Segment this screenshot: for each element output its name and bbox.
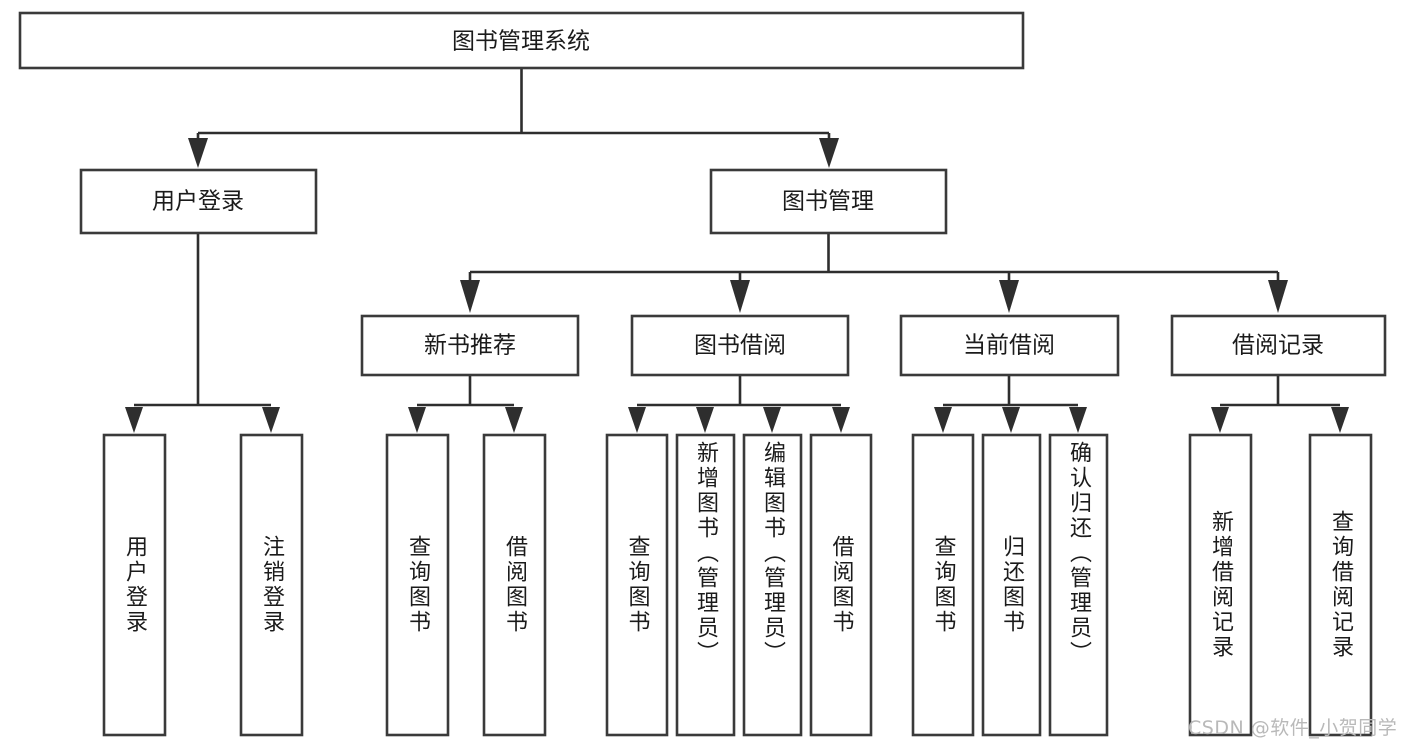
node-root[interactable]: 图书管理系统 (18, 11, 1025, 70)
node-root-label: 图书管理系统 (452, 29, 590, 55)
node-leaf-add-book-rect[interactable] (675, 433, 736, 737)
node-new-book-recommend-rect[interactable] (360, 314, 580, 377)
connector-group-root (188, 68, 839, 168)
node-book-borrow[interactable]: 图书借阅 (630, 314, 850, 377)
node-current-borrow-label: 当前借阅 (963, 333, 1055, 359)
arrow-head-icon (696, 407, 714, 433)
node-borrow-record-label: 借阅记录 (1232, 333, 1324, 359)
node-leaf-query-record-rect[interactable] (1308, 433, 1373, 737)
node-user-login-label: 用户登录 (152, 189, 244, 215)
arrow-head-icon (505, 407, 523, 433)
node-book-manage[interactable]: 图书管理 (709, 168, 948, 235)
connector-group-borrow-record (1211, 375, 1349, 433)
node-book-manage-rect[interactable] (709, 168, 948, 235)
arrow-head-icon (262, 407, 280, 433)
arrow-head-icon (408, 407, 426, 433)
node-leaf-query-book-2-rect[interactable] (605, 433, 669, 737)
node-user-login[interactable]: 用户登录 (79, 168, 318, 235)
node-user-login-rect[interactable] (79, 168, 318, 235)
node-leaf-return-book-rect[interactable] (981, 433, 1042, 737)
arrow-head-icon (819, 138, 839, 168)
connector-group-current-borrow (934, 375, 1087, 433)
node-leaf-query-book-3-rect[interactable] (911, 433, 975, 737)
connector-group-user-login (125, 233, 280, 433)
arrow-head-icon (999, 280, 1019, 313)
node-leaf-borrow-book-1-rect[interactable] (482, 433, 547, 737)
node-current-borrow-rect[interactable] (899, 314, 1120, 377)
arrow-head-icon (460, 280, 480, 313)
node-borrow-record-rect[interactable] (1170, 314, 1387, 377)
arrow-head-icon (763, 407, 781, 433)
arrow-head-icon (1069, 407, 1087, 433)
arrow-head-icon (188, 138, 208, 168)
node-root-rect[interactable] (18, 11, 1025, 70)
arrow-head-icon (832, 407, 850, 433)
arrow-head-icon (934, 407, 952, 433)
connector-group-new-book (408, 375, 523, 433)
watermark: CSDN @软件_小贺同学 (1188, 717, 1398, 739)
arrow-head-icon (1211, 407, 1229, 433)
node-borrow-record[interactable]: 借阅记录 (1170, 314, 1387, 377)
leaf-rect-group (102, 433, 1373, 737)
node-current-borrow[interactable]: 当前借阅 (899, 314, 1120, 377)
arrow-head-icon (1268, 280, 1288, 313)
node-leaf-logout-rect[interactable] (239, 433, 304, 737)
node-leaf-edit-book-rect[interactable] (742, 433, 803, 737)
arrow-head-icon (1002, 407, 1020, 433)
connector-group-book-borrow (628, 375, 850, 433)
node-leaf-borrow-book-2-rect[interactable] (809, 433, 873, 737)
node-book-borrow-label: 图书借阅 (694, 333, 786, 359)
node-book-manage-label: 图书管理 (782, 189, 874, 215)
node-leaf-add-record-rect[interactable] (1188, 433, 1253, 737)
node-new-book-recommend-label: 新书推荐 (424, 333, 516, 359)
arrow-head-icon (628, 407, 646, 433)
node-book-borrow-rect[interactable] (630, 314, 850, 377)
arrow-head-icon (125, 407, 143, 433)
arrow-head-icon (730, 280, 750, 313)
connector-group-book-manage (460, 233, 1288, 313)
node-leaf-user-login-rect[interactable] (102, 433, 167, 737)
node-new-book-recommend[interactable]: 新书推荐 (360, 314, 580, 377)
arrow-head-icon (1331, 407, 1349, 433)
node-leaf-confirm-return-rect[interactable] (1048, 433, 1109, 737)
node-leaf-query-book-1-rect[interactable] (385, 433, 450, 737)
